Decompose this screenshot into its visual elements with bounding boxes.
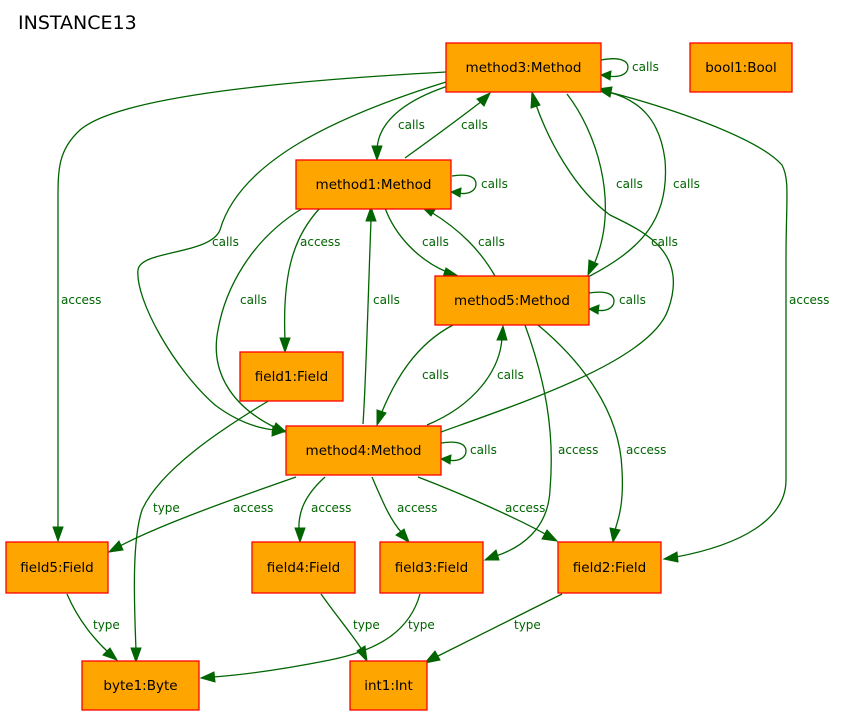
node-method5[interactable]: method5:Method: [434, 275, 590, 326]
node-method4[interactable]: method4:Method: [285, 425, 442, 476]
edge-label: type: [153, 501, 180, 515]
node-label: field5:Field: [20, 560, 93, 576]
edge-label: access: [300, 235, 340, 249]
edge-label: access: [789, 293, 829, 307]
node-label: method3:Method: [466, 60, 582, 76]
edge-field5-byte1: type: [66, 593, 120, 661]
node-label: method4:Method: [306, 443, 422, 459]
node-field2[interactable]: field2:Field: [557, 541, 662, 594]
node-field1[interactable]: field1:Field: [239, 351, 344, 402]
edge-method3-method1: calls: [371, 85, 449, 162]
edge-method1-method4: calls: [215, 207, 304, 433]
edge-label: calls: [422, 235, 449, 249]
node-label: method1:Method: [316, 177, 432, 193]
edge-method5-field3: access: [483, 324, 598, 561]
edge-label: type: [93, 618, 120, 632]
edge-label: calls: [212, 235, 239, 249]
edge-field1-byte1: type: [130, 399, 271, 664]
node-byte1[interactable]: byte1:Byte: [81, 660, 200, 711]
edge-method4-field5: access: [107, 476, 297, 553]
edge-method3-method5: calls: [566, 93, 643, 277]
edge-method4-method4: calls: [439, 441, 497, 465]
edge-method1-method1: calls: [449, 174, 508, 198]
edge-label: calls: [619, 293, 646, 307]
node-label: field3:Field: [395, 560, 468, 576]
edge-label: type: [408, 618, 435, 632]
node-field5[interactable]: field5:Field: [5, 541, 109, 594]
diagram-title: INSTANCE13: [18, 12, 137, 34]
edge-method5-field2: access: [537, 324, 666, 544]
node-label: field1:Field: [255, 369, 328, 385]
node-method3[interactable]: method3:Method: [445, 42, 602, 93]
edge-label: calls: [481, 177, 508, 191]
edge-method3-field5: access: [52, 71, 447, 543]
edge-label: calls: [497, 368, 524, 382]
edge-method4-method5: calls: [426, 324, 524, 426]
node-label: byte1:Byte: [103, 678, 177, 694]
edge-label: type: [353, 618, 380, 632]
edge-method4-method1: calls: [362, 205, 400, 425]
edge-method1-field1: access: [279, 207, 340, 354]
edge-label: calls: [616, 177, 643, 191]
edge-label: access: [626, 443, 666, 457]
edge-label: access: [505, 501, 545, 515]
edge-method5-method1: calls: [419, 205, 505, 277]
edge-label: calls: [398, 118, 425, 132]
edge-field2-int1: type: [423, 593, 563, 664]
edge-method5-method5: calls: [587, 291, 646, 315]
edge-label: calls: [651, 235, 678, 249]
edge-label: calls: [470, 443, 497, 457]
edge-label: calls: [240, 293, 267, 307]
edge-label: access: [61, 293, 101, 307]
edge-label: calls: [673, 177, 700, 191]
node-label: field2:Field: [573, 560, 646, 576]
node-label: field4:Field: [267, 560, 340, 576]
node-label: method5:Method: [454, 293, 570, 309]
edge-label: calls: [373, 293, 400, 307]
node-field3[interactable]: field3:Field: [379, 541, 484, 594]
edge-label: calls: [478, 235, 505, 249]
edge-label: calls: [461, 118, 488, 132]
edge-label: calls: [632, 60, 659, 74]
edge-label: calls: [422, 368, 449, 382]
edge-label: access: [558, 443, 598, 457]
edge-method4-field2: access: [417, 476, 559, 542]
edge-field4-int1: type: [320, 593, 380, 663]
edge-method5-method4: calls: [376, 324, 454, 427]
node-field4[interactable]: field4:Field: [251, 541, 356, 594]
edge-method3-field2: access: [600, 89, 829, 563]
edge-method4-field3: access: [371, 476, 437, 544]
node-method1[interactable]: method1:Method: [295, 159, 452, 210]
edge-method1-method3: calls: [404, 91, 492, 159]
node-label: bool1:Bool: [705, 60, 777, 76]
edge-label: access: [233, 501, 273, 515]
edge-label: access: [311, 501, 351, 515]
edge-label: type: [514, 618, 541, 632]
node-int1[interactable]: int1:Int: [349, 660, 428, 711]
edge-field3-byte1: type: [199, 593, 435, 683]
edge-label: access: [397, 501, 437, 515]
edge-method4-method3: calls: [440, 90, 678, 433]
edge-method4-field4: access: [294, 476, 351, 544]
edge-method5-method3: calls: [587, 86, 700, 278]
edge-method1-method5: calls: [384, 207, 460, 278]
node-label: int1:Int: [364, 678, 413, 694]
node-bool1[interactable]: bool1:Bool: [689, 42, 793, 93]
edge-method3-method3: calls: [599, 58, 659, 81]
